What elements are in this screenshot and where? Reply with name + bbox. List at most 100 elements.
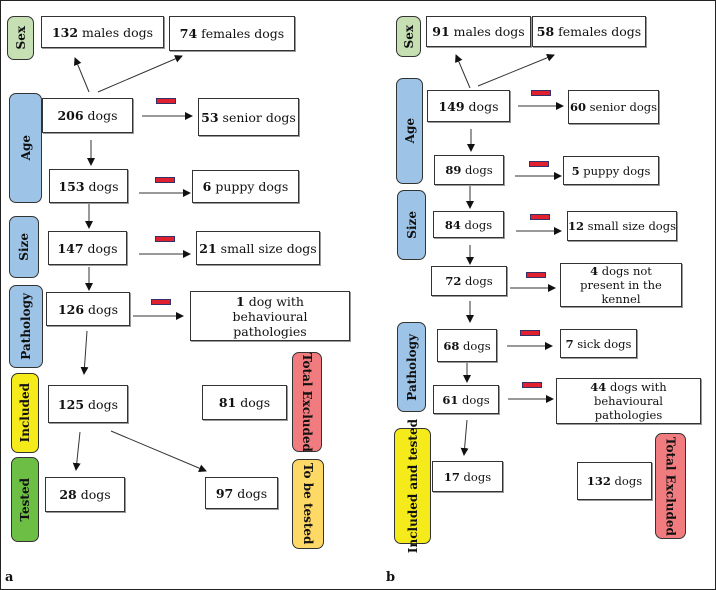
node-text: dogs with behavioural pathologies <box>594 380 667 422</box>
node-a-to-test: 97 dogs <box>205 477 278 509</box>
node-text: females dogs <box>197 26 285 41</box>
node-b-included: 17 dogs <box>432 461 503 492</box>
node-count: 206 <box>57 108 84 123</box>
node-b-after-puppy: 84 dogs <box>433 211 504 238</box>
category-label: Sex <box>13 26 28 50</box>
minus-icon <box>531 90 551 96</box>
node-count: 97 <box>215 485 234 501</box>
category-label: Total Excluded <box>300 352 314 452</box>
panel-label-a: a <box>5 570 14 585</box>
node-a-excluded: 81 dogs <box>202 385 287 420</box>
category-label: Total Excluded <box>663 436 678 536</box>
node-text: dogs <box>461 163 493 177</box>
node-count: 60 <box>569 100 586 114</box>
node-b-senior: 60 senior dogs <box>568 90 659 124</box>
node-count: 28 <box>59 487 77 502</box>
node-text: senior dogs <box>585 100 658 114</box>
node-count: 4 <box>590 264 599 278</box>
node-count: 132 <box>51 24 79 40</box>
node-text: dogs <box>460 217 493 232</box>
node-count: 84 <box>444 217 461 232</box>
panel-label-b: b <box>386 570 396 585</box>
node-count: 147 <box>57 240 84 256</box>
category-tested: Tested <box>11 457 39 542</box>
category-pathology: Pathology <box>397 322 426 412</box>
category-sex: Sex <box>396 16 421 57</box>
category-label: Age <box>18 135 33 161</box>
node-text: dogs <box>84 301 118 317</box>
category-label: Pathology <box>19 293 33 360</box>
node-text: dogs not present in the kennel <box>580 264 662 306</box>
node-a-included: 125 dogs <box>48 385 128 423</box>
node-text: small size dogs <box>584 219 676 233</box>
category-label: Size <box>404 211 419 239</box>
category-age: Age <box>9 93 42 203</box>
category-label: To be tested <box>301 463 315 545</box>
node-text: females dogs <box>554 24 642 39</box>
node-count: 132 <box>586 474 611 488</box>
category-sex: Sex <box>7 16 34 60</box>
category-label: Size <box>17 233 31 261</box>
category-total-excluded: Total Excluded <box>655 433 686 539</box>
node-count: 21 <box>199 240 217 256</box>
node-text: dogs <box>464 98 499 114</box>
node-text: dogs <box>459 469 492 484</box>
node-text: dogs <box>83 240 118 256</box>
node-count: 53 <box>201 109 219 125</box>
node-text: puppy dogs <box>579 163 651 178</box>
minus-icon <box>155 236 175 242</box>
node-b-after-size: 72 dogs <box>431 266 507 296</box>
node-text: dogs <box>610 474 643 488</box>
node-count: 17 <box>443 469 460 484</box>
node-a-start: 206 dogs <box>42 98 133 133</box>
node-b-females: 58 females dogs <box>532 16 646 47</box>
node-text: dogs <box>84 178 119 194</box>
node-text: small size dogs <box>216 240 317 256</box>
node-count: 74 <box>179 26 198 41</box>
node-count: 6 <box>202 179 212 194</box>
node-count: 7 <box>565 336 574 351</box>
node-count: 153 <box>58 178 85 194</box>
node-count: 44 <box>590 380 607 394</box>
category-label: Included and tested <box>405 418 420 554</box>
node-count: 68 <box>443 338 460 353</box>
node-text: dogs <box>76 487 111 502</box>
node-text: dogs <box>236 395 271 410</box>
node-count: 149 <box>438 98 465 114</box>
node-b-puppy: 5 puppy dogs <box>563 156 659 185</box>
node-count: 72 <box>445 274 462 288</box>
category-age: Age <box>396 78 423 184</box>
node-text: dogs <box>459 338 491 353</box>
node-b-excluded: 132 dogs <box>577 462 652 500</box>
node-text: sick dogs <box>573 336 632 351</box>
node-count: 61 <box>442 392 459 407</box>
category-to-be-tested: To be tested <box>292 459 324 549</box>
node-a-males: 132 males dogs <box>41 16 164 48</box>
minus-icon <box>156 98 176 104</box>
node-a-after-age: 153 dogs <box>49 169 128 203</box>
category-included-tested: Included and tested <box>394 419 431 553</box>
minus-icon <box>526 272 546 278</box>
node-text: dogs <box>84 396 118 412</box>
node-b-small: 12 small size dogs <box>567 211 677 241</box>
node-count: 126 <box>57 301 85 317</box>
node-b-sick: 7 sick dogs <box>560 329 637 358</box>
node-text: dogs <box>233 485 268 501</box>
node-b-after-sick: 61 dogs <box>433 385 499 414</box>
node-text: males dogs <box>78 24 154 40</box>
node-b-after-absent: 68 dogs <box>437 329 497 362</box>
minus-icon <box>530 214 550 220</box>
node-b-start: 149 dogs <box>427 90 510 122</box>
node-count: 89 <box>445 163 462 177</box>
node-b-absent: 4 dogs not present in the kennel <box>560 263 682 307</box>
node-text: dog with behavioural pathologies <box>232 293 308 339</box>
node-a-females: 74 females dogs <box>169 16 295 51</box>
node-count: 81 <box>218 395 237 410</box>
minus-icon <box>155 177 175 183</box>
node-a-after-puppy: 147 dogs <box>48 231 127 265</box>
node-count: 12 <box>568 219 585 233</box>
node-text: males dogs <box>449 24 525 39</box>
category-size: Size <box>9 216 39 278</box>
category-label: Sex <box>401 24 416 49</box>
node-text: dogs <box>461 274 493 288</box>
